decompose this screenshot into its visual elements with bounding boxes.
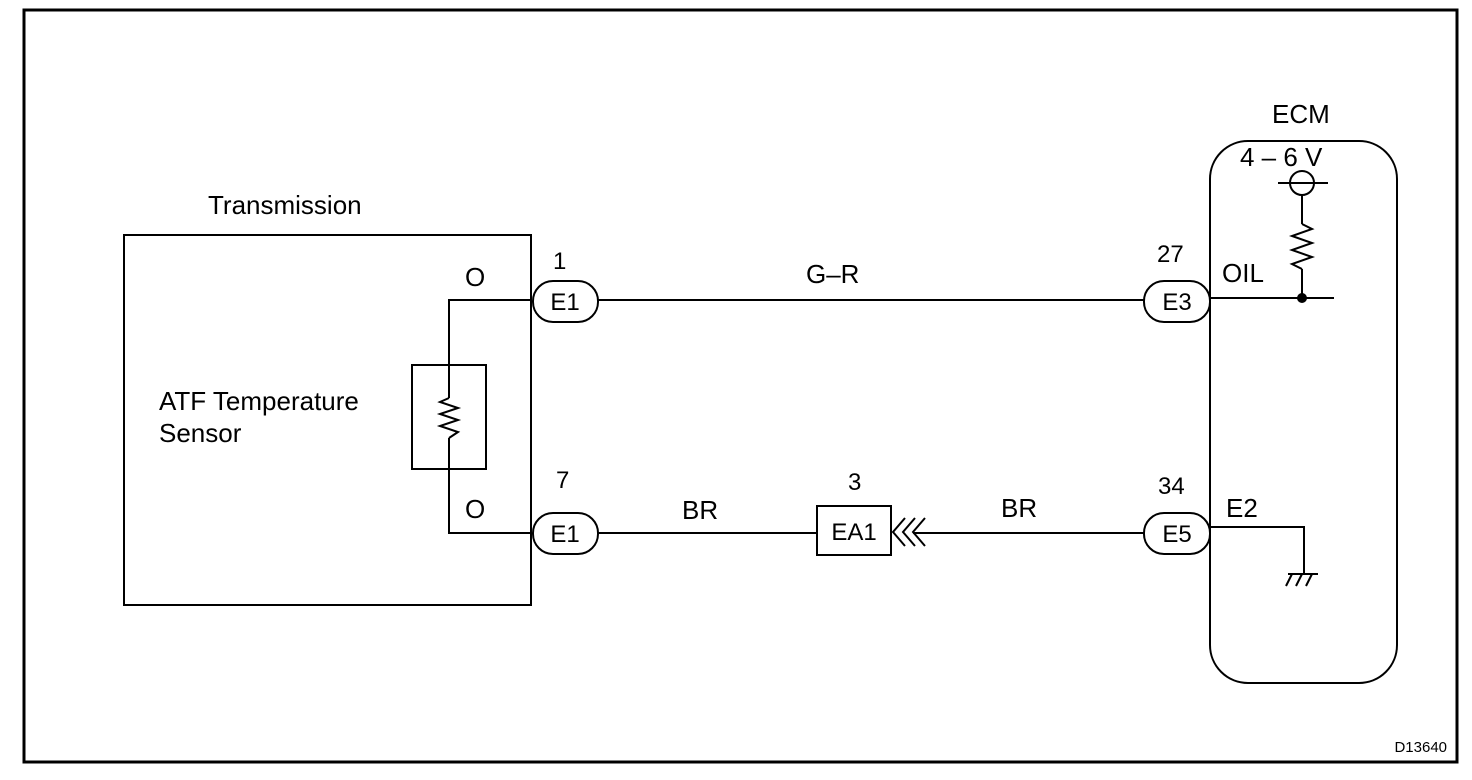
ecm-ground-wire xyxy=(1210,526,1305,574)
connector-e1-top-pin: 1 xyxy=(553,248,566,275)
ecm-label: ECM xyxy=(1272,99,1330,129)
pullup-resistor-icon xyxy=(1288,223,1316,270)
ecm-voltage-label: 4 – 6 V xyxy=(1240,142,1323,172)
sensor-label-line2: Sensor xyxy=(159,418,242,448)
sensor-label-line1: ATF Temperature xyxy=(159,386,359,416)
figure-id: D13640 xyxy=(1394,739,1447,756)
connector-e5-pin: 34 xyxy=(1158,473,1185,500)
connector-e3-code: E3 xyxy=(1162,289,1191,316)
sensor-terminal-top: O xyxy=(465,262,485,292)
connector-ea1-code: EA1 xyxy=(831,519,876,546)
sensor-wire-top xyxy=(448,299,531,398)
diagram-frame xyxy=(22,8,1459,764)
connector-e5-code: E5 xyxy=(1162,521,1191,548)
ecm-terminal-e2: E2 xyxy=(1226,493,1258,523)
connector-ea1 xyxy=(816,505,892,556)
sensor-body xyxy=(411,364,487,470)
connector-e1-bottom-code: E1 xyxy=(550,521,579,548)
connector-e1-top xyxy=(532,280,599,323)
ecm-box xyxy=(1209,140,1398,684)
connector-e1-bottom xyxy=(532,512,599,555)
sensor-wire-bottom xyxy=(448,438,531,534)
wire-label-top: G–R xyxy=(806,259,859,289)
connector-ea1-pin: 3 xyxy=(848,469,861,496)
wire-label-bottom-right: BR xyxy=(1001,493,1037,523)
sensor-resistor-icon xyxy=(436,397,462,439)
ground-icon xyxy=(1285,573,1318,587)
connector-e1-bottom-pin: 7 xyxy=(556,467,569,494)
wire-label-bottom-left: BR xyxy=(682,495,718,525)
voltage-source-icon xyxy=(1278,170,1328,196)
sensor-terminal-bottom: O xyxy=(465,494,485,524)
transmission-box xyxy=(123,234,532,606)
connector-e1-top-code: E1 xyxy=(550,289,579,316)
transmission-label: Transmission xyxy=(208,190,362,220)
ecm-terminal-oil: OIL xyxy=(1222,258,1264,288)
connector-e3-pin: 27 xyxy=(1157,241,1184,268)
